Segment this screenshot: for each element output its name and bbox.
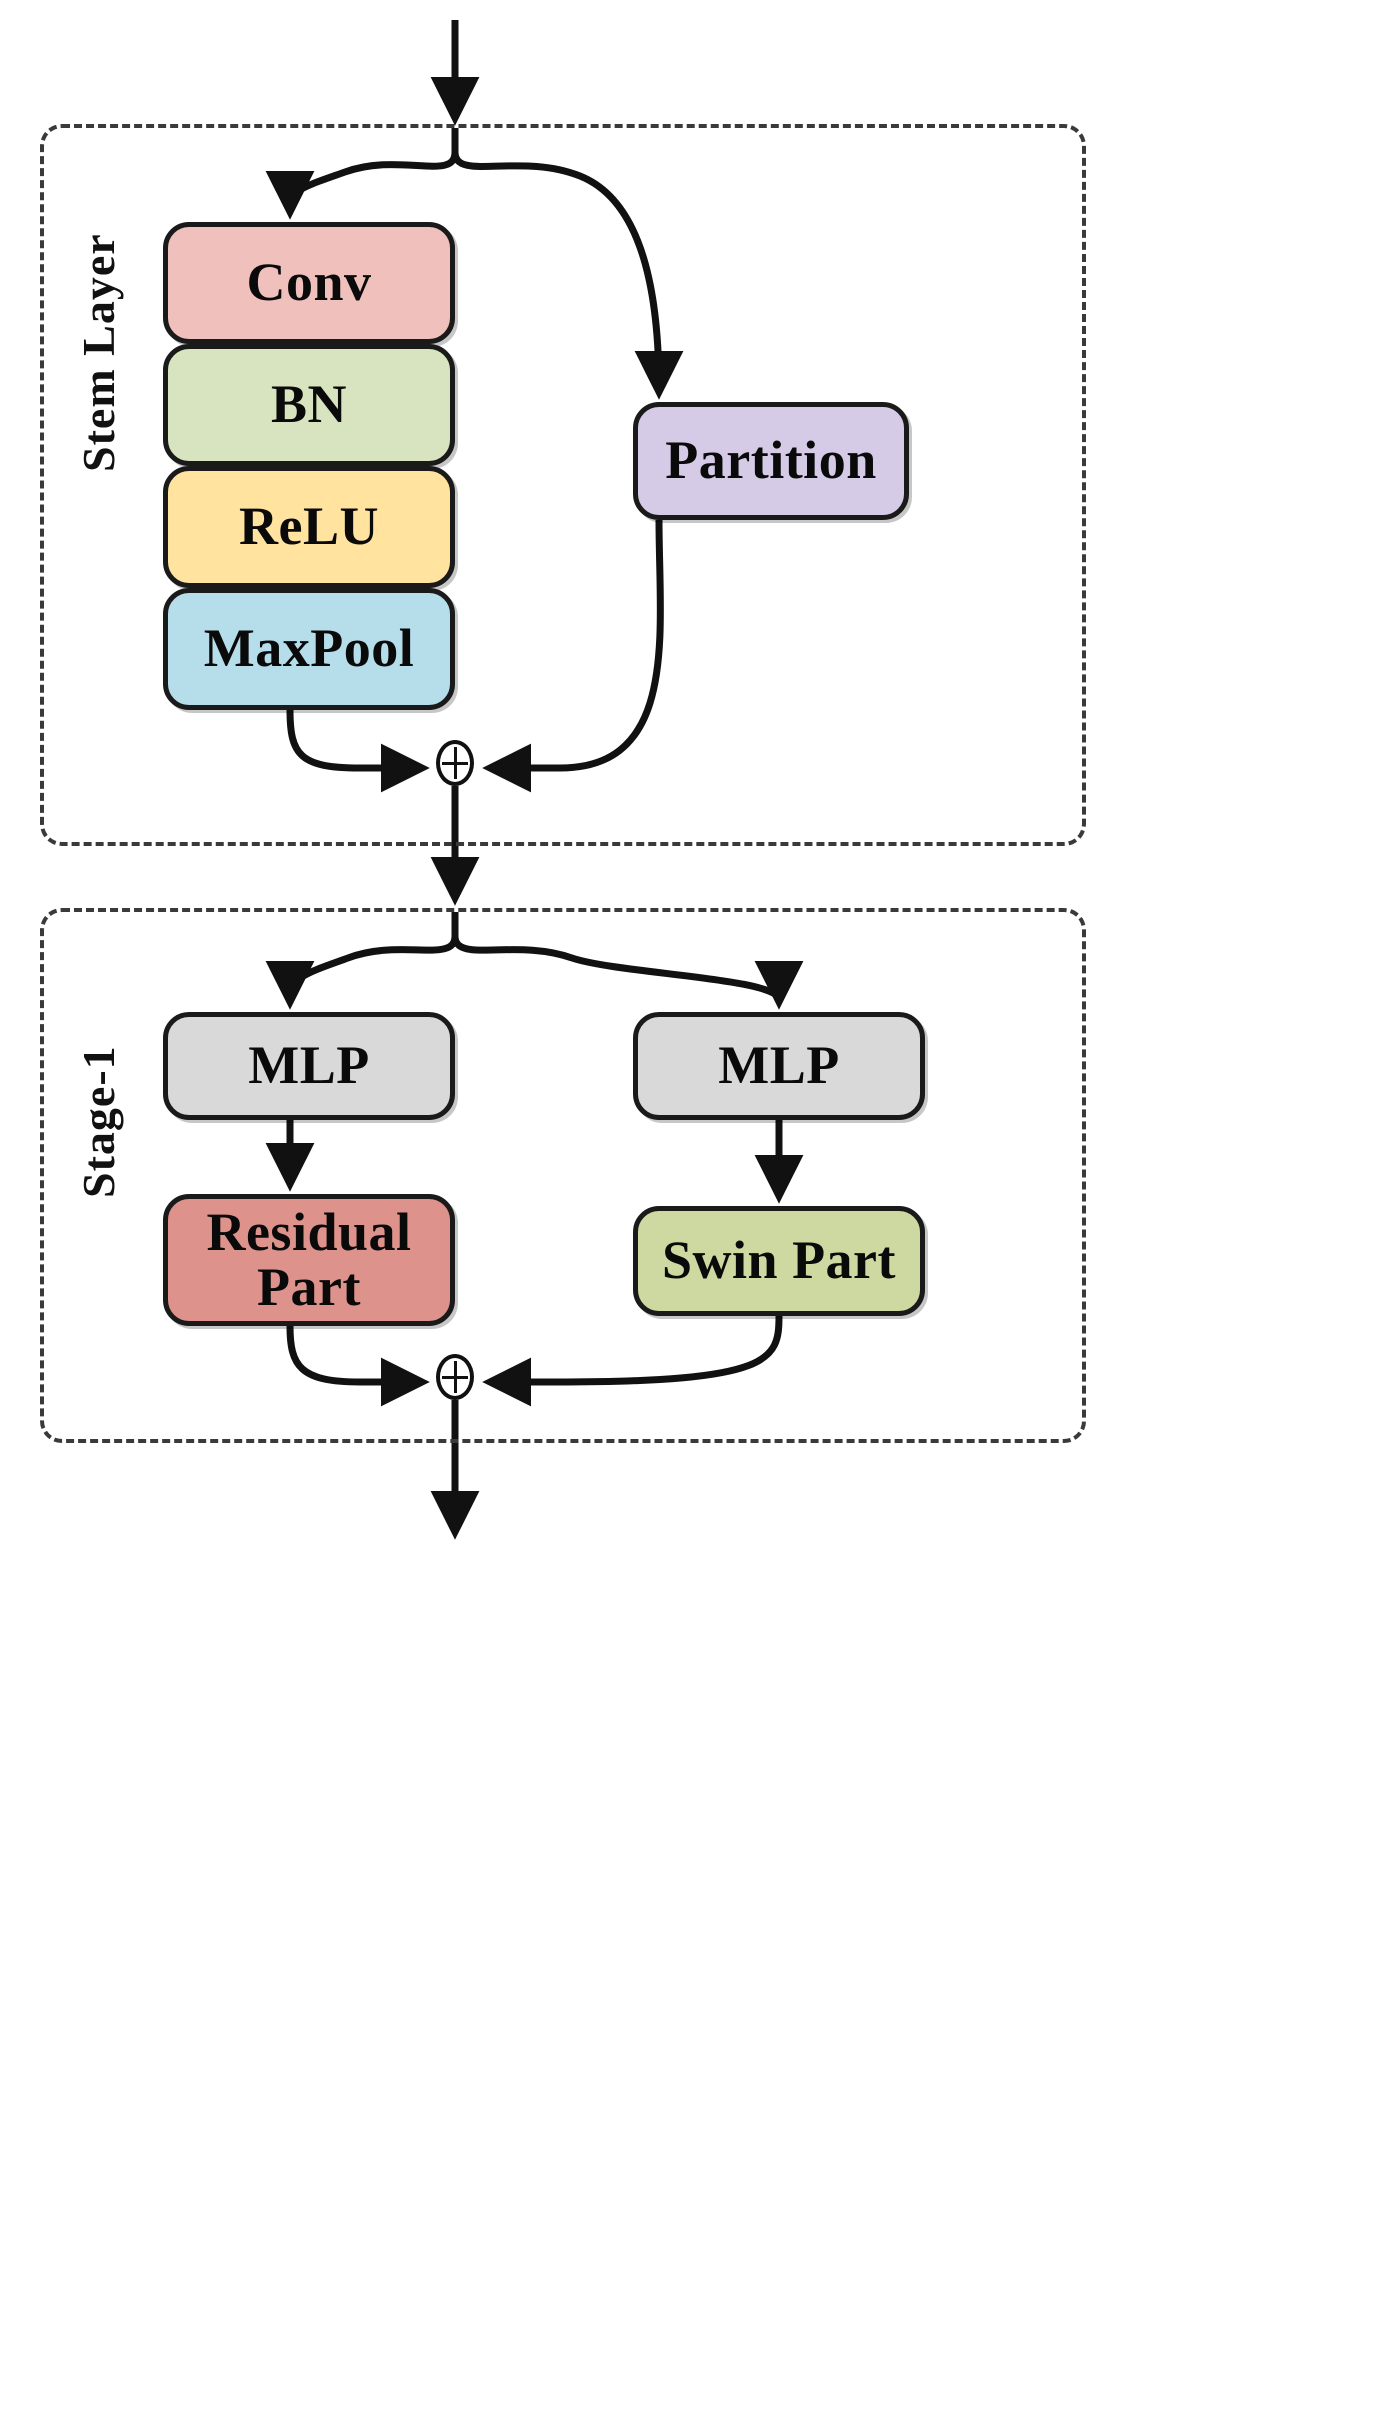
node-swin-part[interactable]: Swin Part (633, 1206, 925, 1316)
node-conv-label: Conv (246, 252, 372, 313)
node-residual-part-label-line2: Part (257, 1257, 361, 1317)
node-partition[interactable]: Partition (633, 402, 909, 520)
node-residual-part-label-line1: Residual (206, 1201, 412, 1262)
node-bn-label: BN (270, 374, 347, 435)
node-partition-label: Partition (665, 430, 877, 491)
node-conv[interactable]: Conv (163, 222, 455, 344)
node-swin-part-label: Swin Part (662, 1230, 896, 1291)
node-mlp-right-label: MLP (718, 1035, 840, 1096)
node-relu-label: ReLU (239, 496, 379, 557)
group-stage-1 (40, 908, 1086, 1443)
circle-plus-icon-stem (436, 740, 474, 786)
group-stem-layer-label: Stem Layer (73, 233, 124, 472)
node-mlp-left[interactable]: MLP (163, 1012, 455, 1120)
circle-plus-icon-stage1 (436, 1354, 474, 1400)
node-residual-part[interactable]: Residual Part (163, 1194, 455, 1326)
node-relu[interactable]: ReLU (163, 466, 455, 588)
node-maxpool-label: MaxPool (203, 618, 415, 679)
node-mlp-right[interactable]: MLP (633, 1012, 925, 1120)
group-stem-layer (40, 124, 1086, 846)
node-maxpool[interactable]: MaxPool (163, 588, 455, 710)
group-stage-1-label: Stage-1 (73, 1045, 124, 1198)
node-mlp-left-label: MLP (248, 1035, 370, 1096)
node-bn[interactable]: BN (163, 344, 455, 466)
